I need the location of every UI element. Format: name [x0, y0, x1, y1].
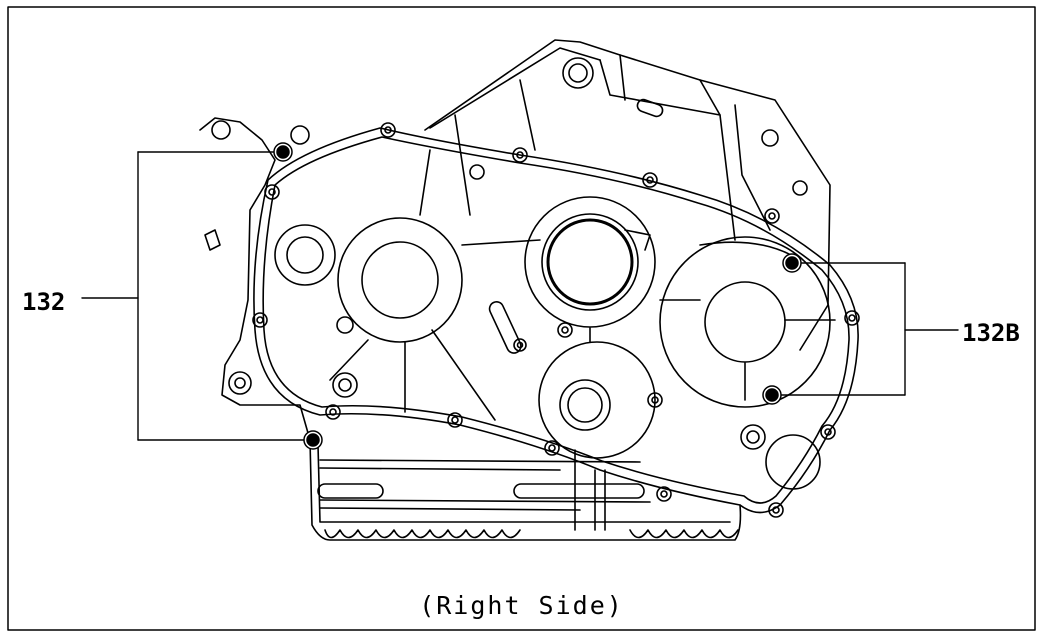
- callout-label-132: 132: [22, 288, 66, 316]
- center-bearing-boss: [524, 196, 656, 328]
- gasket-outline: [253, 127, 859, 514]
- callout-label-132b: 132B: [962, 319, 1020, 347]
- left-bracket: [199, 117, 311, 441]
- figure-caption: (Right Side): [419, 591, 624, 620]
- callout-132B-leader: [771, 262, 959, 396]
- bolt-132B-lower: [762, 385, 782, 405]
- diagram-border: [7, 6, 1036, 631]
- bolt-holes: [252, 122, 860, 518]
- cylinder-block: [424, 39, 831, 351]
- oil-pan: [309, 439, 742, 541]
- lower-bearing-boss: [538, 341, 656, 459]
- right-bearing-boss: [659, 236, 831, 408]
- oil-pan-fins: [324, 529, 739, 539]
- callout-132-leader: [81, 151, 314, 441]
- left-bearing-boss: [337, 217, 463, 343]
- bolt-132-upper: [273, 142, 293, 162]
- bolt-132-lower: [303, 430, 323, 450]
- bolt-132B-upper: [782, 253, 802, 273]
